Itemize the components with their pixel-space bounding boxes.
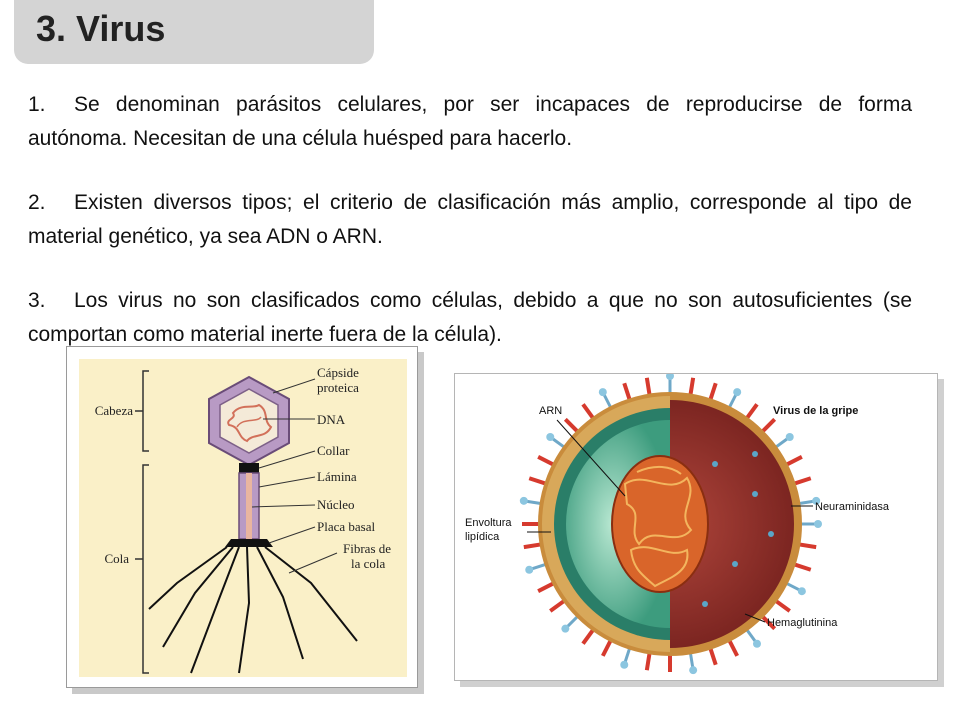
label-placa-basal: Placa basal — [317, 519, 376, 534]
neuraminidase-head — [785, 433, 794, 442]
slide-title: 3. Virus — [36, 8, 166, 49]
neuraminidase-head — [814, 520, 822, 528]
label-dna: DNA — [317, 412, 346, 427]
rna-strands — [623, 466, 693, 588]
label-cola: Cola — [104, 551, 129, 566]
base-plate-shape — [225, 539, 273, 547]
influenza-figure: ARN Virus de la gripe Envoltura lipídica… — [454, 372, 938, 681]
bacteriophage-figure: Cabeza Cola Cápside proteica DNA Collar … — [66, 346, 418, 688]
label-cabeza: Cabeza — [95, 403, 133, 418]
label-neuraminidasa: Neuraminidasa — [815, 501, 890, 513]
neuraminidase-head — [797, 587, 806, 596]
label-la-cola: la cola — [351, 556, 386, 571]
paragraph-1: 1.Se denominan parásitos celulares, por … — [28, 88, 912, 156]
paragraph-2: 2.Existen diversos tipos; el criterio de… — [28, 186, 912, 254]
neuraminidase-head — [561, 624, 570, 633]
dna-strand-inner — [236, 416, 262, 428]
envelope-texture — [702, 451, 774, 607]
influenza-diagram: ARN Virus de la gripe Envoltura lipídica… — [465, 372, 890, 675]
neuraminidase-head — [598, 388, 607, 397]
collar-shape — [239, 463, 259, 473]
paragraph-text: Los virus no son clasificados como célul… — [28, 289, 912, 346]
influenza-title: Virus de la gripe — [773, 405, 858, 417]
neuraminidase-head — [812, 496, 821, 505]
neuraminidase-head — [519, 496, 528, 505]
tail-bracket — [142, 464, 149, 674]
paragraph-number: 1. — [28, 93, 46, 116]
label-arn: ARN — [539, 405, 562, 417]
rna-core — [611, 455, 709, 593]
label-capside: Cápside — [317, 365, 359, 380]
title-tab — [14, 0, 374, 64]
tail-fibers — [148, 546, 358, 674]
neuraminidase-head — [620, 660, 629, 669]
paragraph-text: Se denominan parásitos celulares, por se… — [28, 93, 912, 150]
label-proteica: proteica — [317, 380, 359, 395]
label-lipidica: lipídica — [465, 531, 500, 543]
label-hemaglutinina: Hemaglutinina — [767, 617, 838, 629]
paragraph-text: Existen diversos tipos; el criterio de c… — [28, 191, 912, 248]
bacteriophage-diagram: Cabeza Cola Cápside proteica DNA Collar … — [79, 359, 407, 677]
label-collar: Collar — [317, 443, 350, 458]
label-envoltura: Envoltura — [465, 517, 512, 529]
paragraph-number: 2. — [28, 191, 46, 214]
neuraminidase-head — [525, 565, 534, 574]
paragraph-3: 3.Los virus no son clasificados como cél… — [28, 284, 912, 352]
label-nucleo: Núcleo — [317, 497, 355, 512]
neuraminidase-head — [752, 639, 761, 648]
label-lamina: Lámina — [317, 469, 357, 484]
neuraminidase-head — [733, 388, 742, 397]
tail-core — [246, 473, 252, 539]
leader-lines — [251, 378, 338, 574]
paragraph-number: 3. — [28, 289, 46, 312]
neuraminidase-head — [689, 666, 698, 675]
label-fibras: Fibras de — [343, 541, 391, 556]
neuraminidase-head — [666, 372, 674, 380]
neuraminidase-head — [546, 433, 555, 442]
dna-strand — [227, 403, 273, 443]
